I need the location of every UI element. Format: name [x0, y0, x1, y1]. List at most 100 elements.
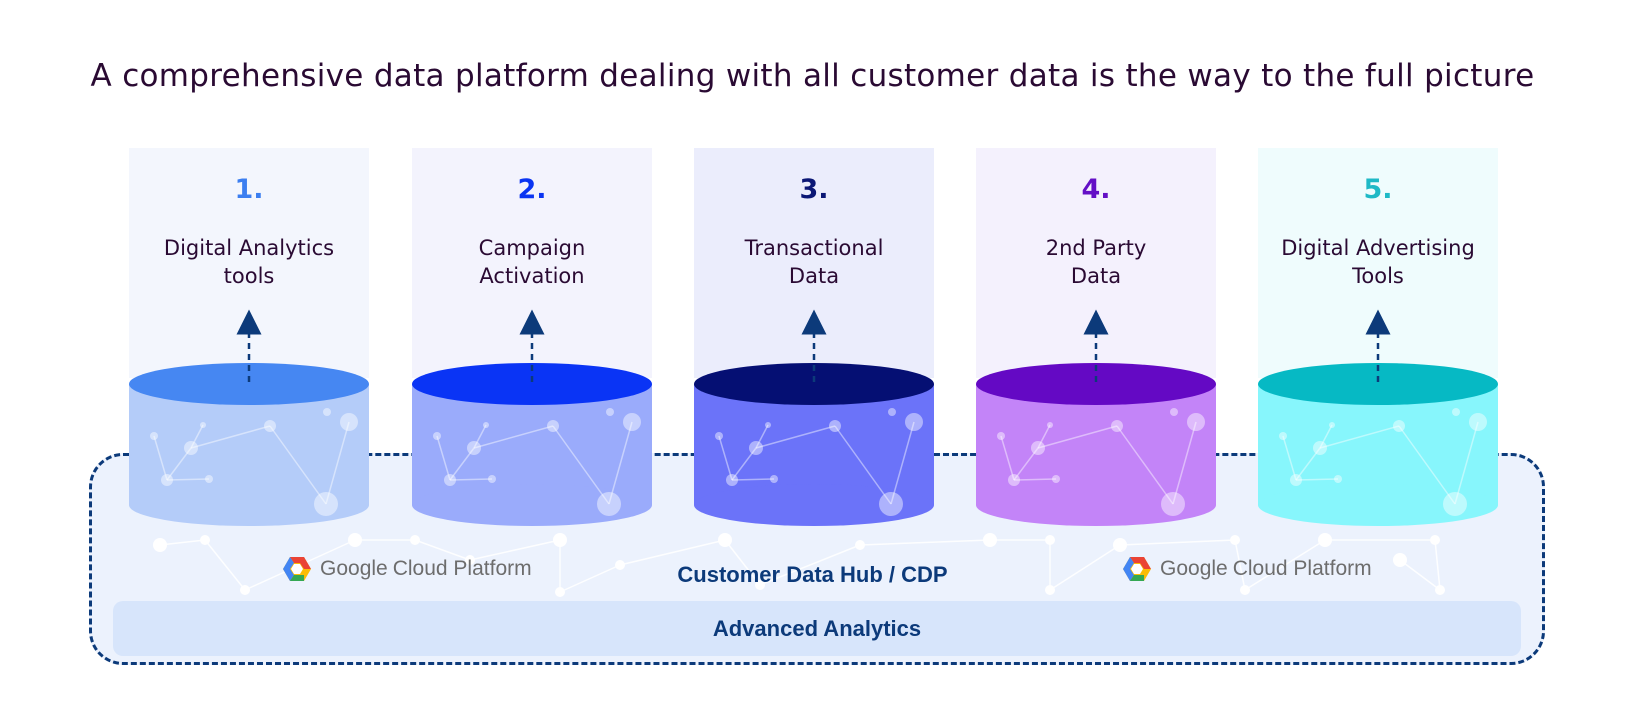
- network-link: [1295, 447, 1321, 481]
- page-title: A comprehensive data platform dealing wi…: [90, 58, 1535, 94]
- network-link: [166, 478, 210, 481]
- network-node: [1240, 585, 1250, 595]
- network-link: [469, 539, 561, 561]
- network-node: [1290, 474, 1302, 486]
- cylinder-top: [976, 363, 1216, 405]
- network-node: [888, 408, 896, 416]
- network-node: [340, 413, 358, 431]
- network-node: [1187, 413, 1205, 431]
- network-node: [161, 474, 173, 486]
- network-node: [467, 441, 481, 455]
- network-link: [724, 539, 761, 586]
- network-link: [1116, 425, 1174, 505]
- network-link: [1399, 559, 1441, 591]
- database-cylinder-icon: [129, 309, 369, 526]
- network-link: [473, 425, 554, 449]
- network-link: [1037, 425, 1118, 449]
- network-link: [1398, 425, 1456, 505]
- network-node: [1052, 475, 1060, 483]
- network-link: [834, 425, 892, 505]
- network-node: [1045, 585, 1055, 595]
- network-node: [597, 492, 621, 516]
- source-number: 5.: [1363, 174, 1393, 205]
- database-cylinder-icon: [412, 309, 652, 526]
- network-link: [1000, 435, 1015, 481]
- network-link: [449, 447, 475, 481]
- network-link: [1282, 435, 1297, 481]
- network-node: [1452, 408, 1460, 416]
- network-node: [1111, 420, 1123, 432]
- network-link: [1119, 539, 1236, 546]
- network-node: [555, 587, 565, 597]
- network-node: [1469, 413, 1487, 431]
- network-node: [553, 533, 567, 547]
- cylinder-top: [1258, 363, 1498, 405]
- network-node: [200, 422, 206, 428]
- network-node: [323, 408, 331, 416]
- network-node: [1045, 535, 1055, 545]
- network-node: [623, 413, 641, 431]
- network-link: [473, 424, 487, 449]
- cylinder-bottom: [412, 484, 652, 526]
- advanced-analytics-label: Advanced Analytics: [712, 616, 922, 641]
- network-node: [726, 474, 738, 486]
- network-link: [1454, 421, 1479, 505]
- network-node: [615, 560, 625, 570]
- network-link: [731, 447, 757, 481]
- network-node: [718, 533, 732, 547]
- network-link: [1234, 539, 1246, 591]
- network-node: [1393, 420, 1405, 432]
- network-node: [1329, 422, 1335, 428]
- network-link: [890, 421, 915, 505]
- network-node: [997, 432, 1005, 440]
- network-node: [488, 475, 496, 483]
- network-node: [444, 474, 456, 486]
- network-link: [608, 421, 633, 505]
- advanced-analytics-bar: [113, 601, 1521, 656]
- network-node: [205, 475, 213, 483]
- network-node: [829, 420, 841, 432]
- network-node: [1430, 535, 1440, 545]
- network-link: [1319, 425, 1400, 449]
- network-link: [269, 425, 327, 505]
- network-node: [770, 475, 778, 483]
- network-node: [983, 533, 997, 547]
- network-node: [410, 535, 420, 545]
- network-node: [1008, 474, 1020, 486]
- cylinder-top: [412, 363, 652, 405]
- network-node: [715, 432, 723, 440]
- network-link: [859, 539, 991, 546]
- network-node: [1393, 553, 1407, 567]
- network-link: [190, 424, 204, 449]
- source-number: 1.: [234, 174, 264, 205]
- network-link: [759, 544, 861, 586]
- network-node: [1230, 535, 1240, 545]
- network-node: [765, 422, 771, 428]
- network-link: [1172, 421, 1197, 505]
- database-cylinder-icon: [694, 309, 934, 526]
- network-link: [204, 539, 246, 591]
- network-decoration-icon: [153, 533, 1445, 597]
- network-link: [1319, 424, 1333, 449]
- network-link: [325, 421, 350, 505]
- network-node: [606, 408, 614, 416]
- source-number: 2.: [517, 174, 547, 205]
- network-link: [1013, 447, 1039, 481]
- source-number: 3.: [799, 174, 829, 205]
- cylinder-bottom: [694, 484, 934, 526]
- gcp-hexagon-icon: [283, 557, 311, 581]
- network-link: [755, 424, 769, 449]
- network-link: [1049, 544, 1121, 591]
- network-node: [433, 432, 441, 440]
- network-link: [559, 564, 621, 593]
